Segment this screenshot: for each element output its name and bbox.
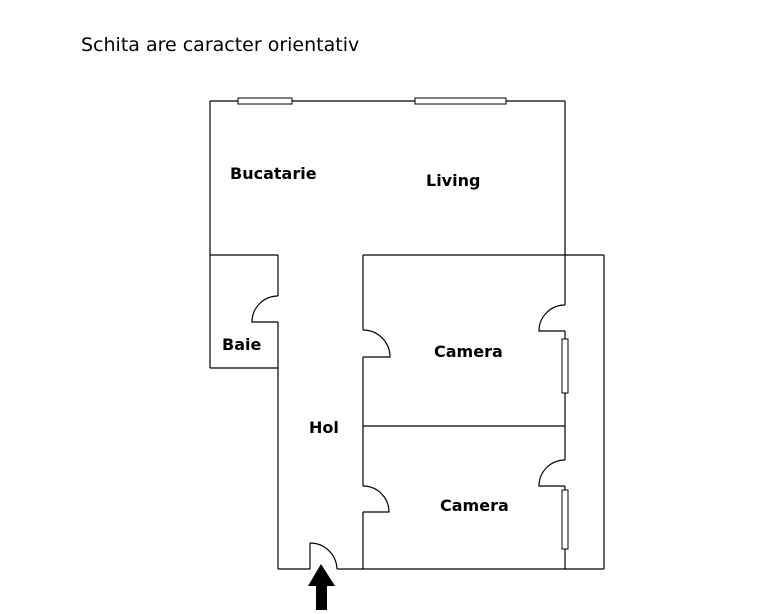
room-label-kitchen: Bucatarie bbox=[230, 164, 317, 183]
door-room2 bbox=[362, 485, 390, 513]
windows bbox=[237, 97, 569, 550]
room-label-room2: Camera bbox=[440, 496, 509, 515]
door-closet-upper bbox=[538, 304, 566, 332]
window-room1 bbox=[561, 338, 569, 394]
door-bathroom bbox=[251, 295, 279, 323]
room-label-hall: Hol bbox=[309, 418, 339, 437]
entrance-arrow-icon bbox=[308, 564, 335, 610]
room-label-room1: Camera bbox=[434, 342, 503, 361]
window-kitchen bbox=[237, 97, 293, 105]
door-room1 bbox=[362, 329, 391, 358]
disclaimer-note: Schita are caracter orientativ bbox=[81, 34, 359, 56]
room-label-living: Living bbox=[426, 171, 480, 190]
window-living bbox=[414, 97, 507, 105]
window-room2 bbox=[561, 489, 569, 550]
room-label-bathroom: Baie bbox=[222, 335, 261, 354]
walls bbox=[209, 100, 605, 570]
doors bbox=[251, 295, 566, 570]
door-closet-lower bbox=[538, 459, 566, 487]
door-entrance bbox=[309, 542, 338, 570]
